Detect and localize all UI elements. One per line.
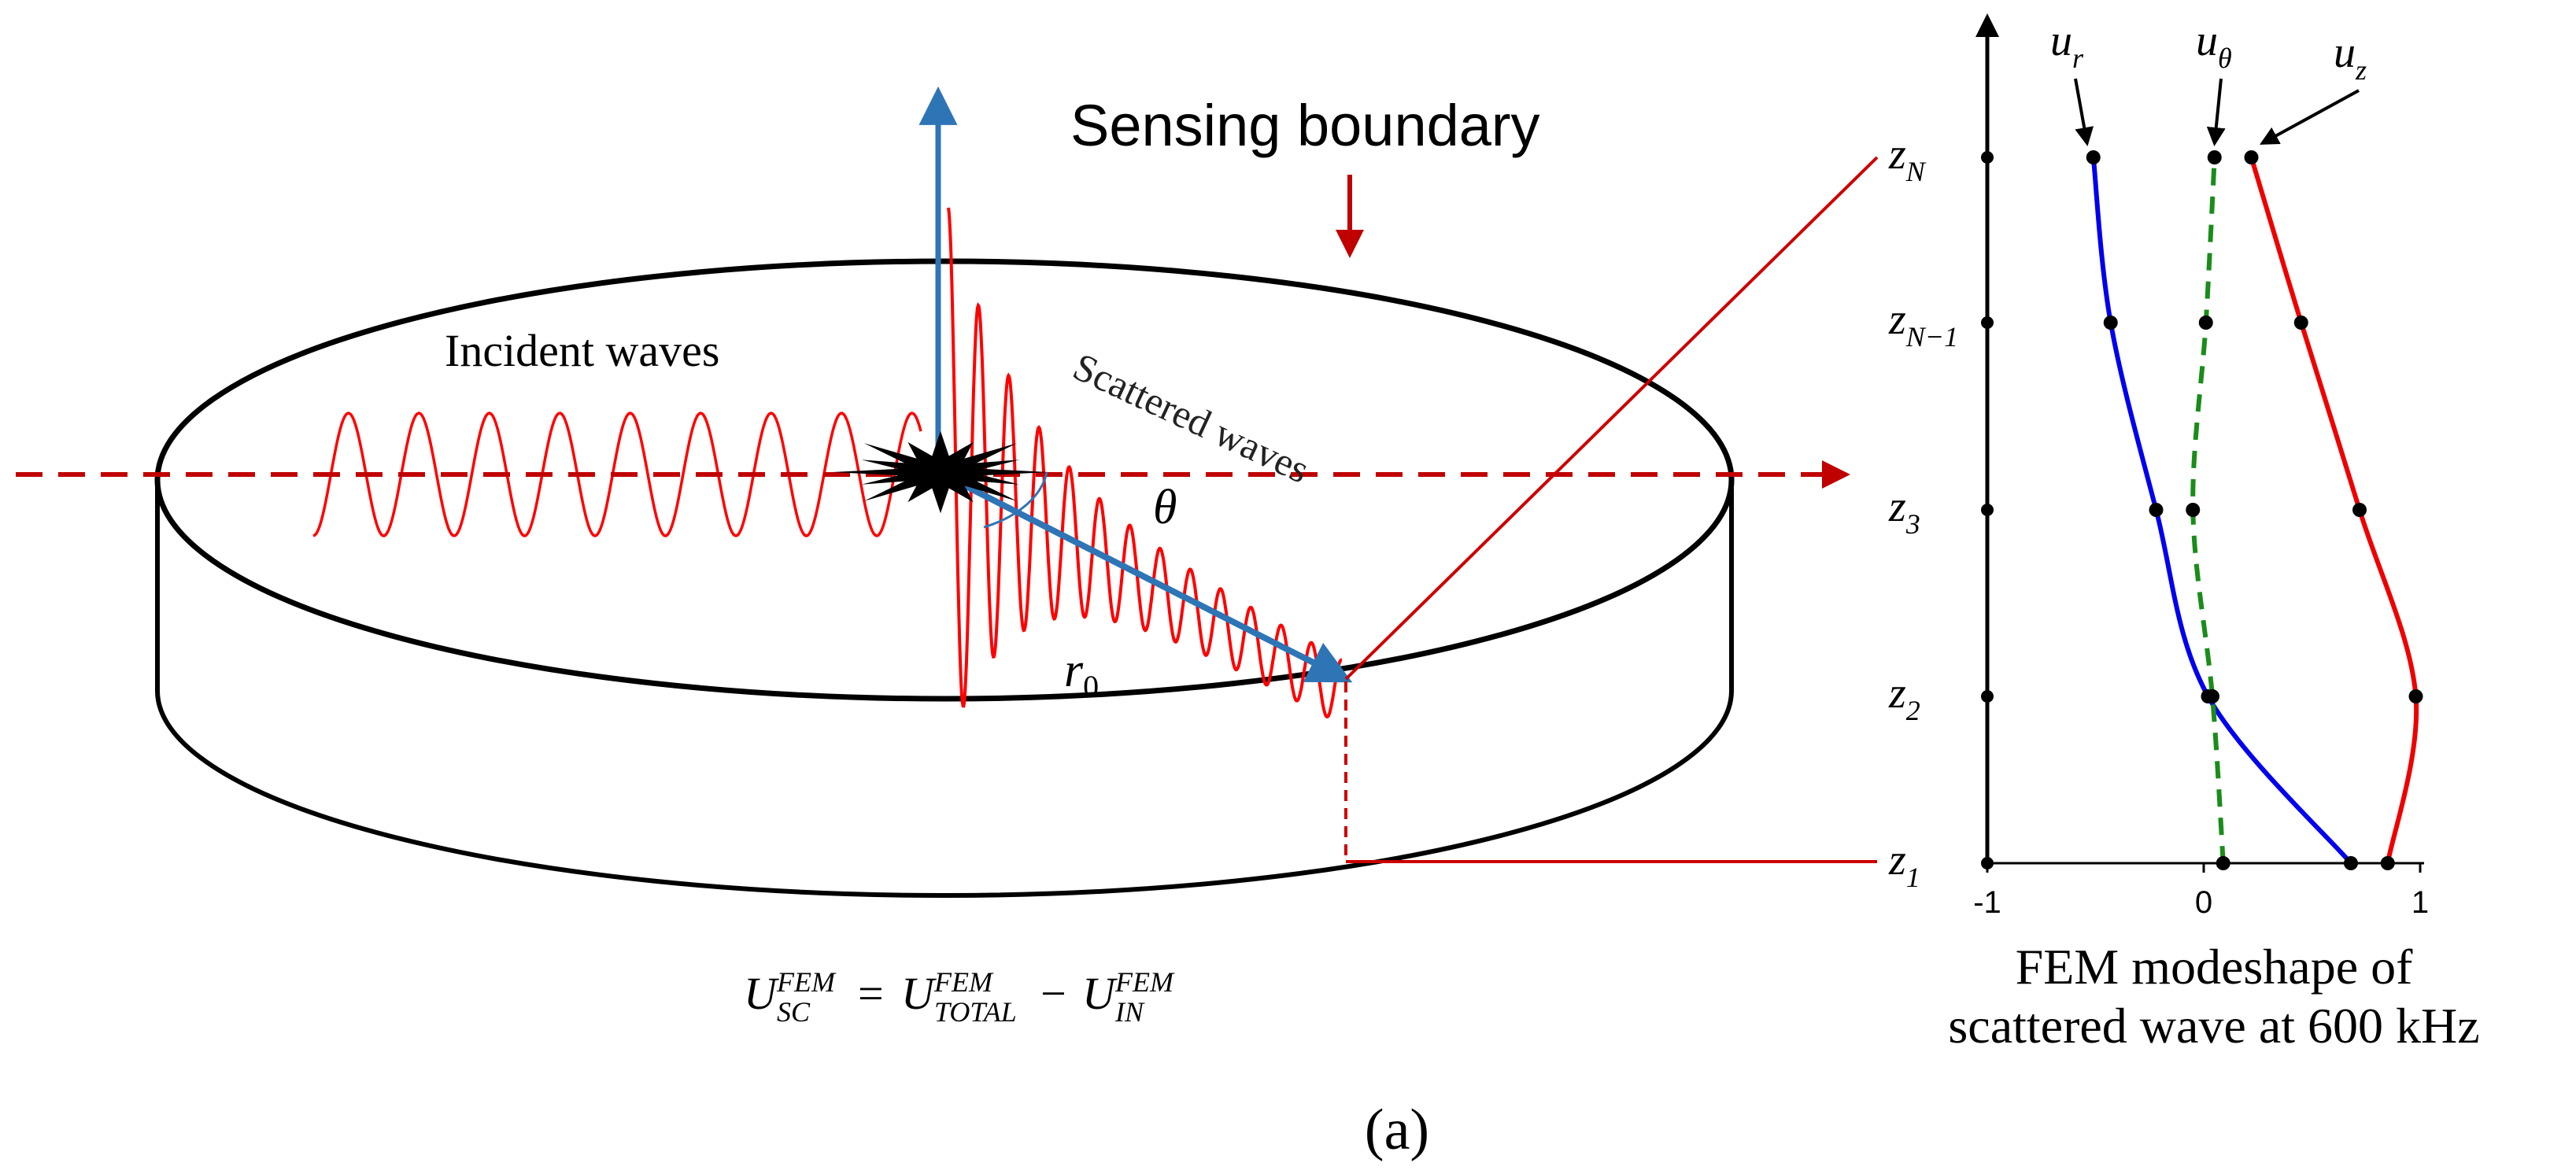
- series-label-arrow-2: [2259, 89, 2360, 145]
- r0-arrow: [937, 469, 1353, 683]
- svg-text:FEM: FEM: [1114, 966, 1175, 998]
- series-label-2: uz: [2334, 28, 2367, 86]
- svg-text:IN: IN: [1114, 996, 1145, 1028]
- y-tick-dot: [1981, 504, 1994, 516]
- scattered-wave: [947, 207, 1343, 719]
- series-label-0: ur: [2050, 17, 2084, 74]
- y-tick-dot: [1981, 690, 1994, 703]
- series-line-2: [2249, 157, 2419, 864]
- data-point: [2198, 316, 2213, 330]
- incident-waves-label: Incident waves: [445, 325, 719, 376]
- y-tick-label: z2: [1888, 669, 1920, 726]
- svg-text:−: −: [1040, 968, 1066, 1019]
- r0-main: r: [1064, 644, 1084, 697]
- x-tick-label: 0: [2195, 885, 2212, 920]
- data-point: [2380, 856, 2395, 870]
- plate-diagram: Sensing boundary Incident waves Scattere…: [16, 86, 1879, 1028]
- data-point: [2352, 503, 2367, 517]
- scattered-field-equation: U FEM SC = U FEM TOTAL − U FEM IN: [744, 966, 1175, 1028]
- y-tick-dot: [1981, 857, 1994, 869]
- data-point: [2207, 150, 2222, 164]
- modeshape-plot: -1 0 1 z1 z2 z3 zN−1 zN ur uθ uz FEM modeshape o…: [1888, 13, 2480, 1054]
- data-point: [2408, 689, 2423, 703]
- data-point: [2293, 316, 2308, 330]
- plot-caption-line2: scattered wave at 600 kHz: [1948, 998, 2479, 1054]
- y-tick-dot: [1981, 151, 1994, 164]
- data-point: [2086, 150, 2101, 164]
- svg-text:SC: SC: [777, 996, 811, 1028]
- theta-label: θ: [1153, 481, 1177, 534]
- data-point: [2205, 689, 2219, 703]
- x-tick-label: 1: [2412, 885, 2429, 920]
- series-line-0: [2090, 157, 2353, 865]
- data-point: [2216, 856, 2230, 870]
- r0-label: r0: [1064, 644, 1099, 704]
- series-label-arrow-1: [2206, 78, 2226, 146]
- series-layer: [2086, 150, 2423, 870]
- series-label-1: uθ: [2196, 17, 2232, 74]
- data-point: [2103, 316, 2118, 330]
- svg-text:FEM: FEM: [776, 966, 837, 998]
- y-tick-label: zN−1: [1888, 295, 1958, 353]
- svg-text:FEM: FEM: [933, 966, 994, 998]
- svg-text:TOTAL: TOTAL: [934, 996, 1017, 1028]
- y-tick-dot: [1981, 316, 1994, 329]
- x-ticks: -1 0 1: [1973, 863, 2429, 920]
- svg-text:U: U: [1082, 968, 1118, 1019]
- panel-label: (a): [1365, 1098, 1429, 1162]
- svg-text:=: =: [858, 968, 884, 1019]
- plot-caption-line1: FEM modeshape of: [2016, 939, 2414, 995]
- scattered-waves-label: Scattered waves: [1066, 344, 1316, 491]
- data-point: [2186, 503, 2201, 517]
- series-label-arrow-0: [2074, 78, 2094, 146]
- svg-text:U: U: [901, 968, 937, 1019]
- data-point: [2344, 856, 2358, 870]
- y-ticks: z1 z2 z3 zN−1 zN: [1888, 130, 1994, 893]
- series-labels: ur uθ uz: [2050, 17, 2367, 146]
- y-tick-label: zN: [1888, 130, 1927, 187]
- data-point: [2244, 150, 2259, 164]
- scatterer-star: [832, 430, 1049, 514]
- theta-arc: [983, 471, 1048, 529]
- incident-wave: [312, 412, 922, 537]
- sensing-boundary-ellipse: [154, 258, 1735, 702]
- y-tick-label: z3: [1888, 482, 1920, 540]
- y-tick-label: z1: [1888, 836, 1920, 893]
- r0-sub: 0: [1083, 669, 1099, 704]
- leader-line-top: [1344, 156, 1879, 681]
- x-tick-label: -1: [1973, 885, 2001, 920]
- sensing-boundary-label: Sensing boundary: [1070, 93, 1540, 158]
- data-point: [2149, 503, 2164, 517]
- svg-text:U: U: [744, 968, 780, 1019]
- plate-bottom-edge: [155, 690, 1734, 898]
